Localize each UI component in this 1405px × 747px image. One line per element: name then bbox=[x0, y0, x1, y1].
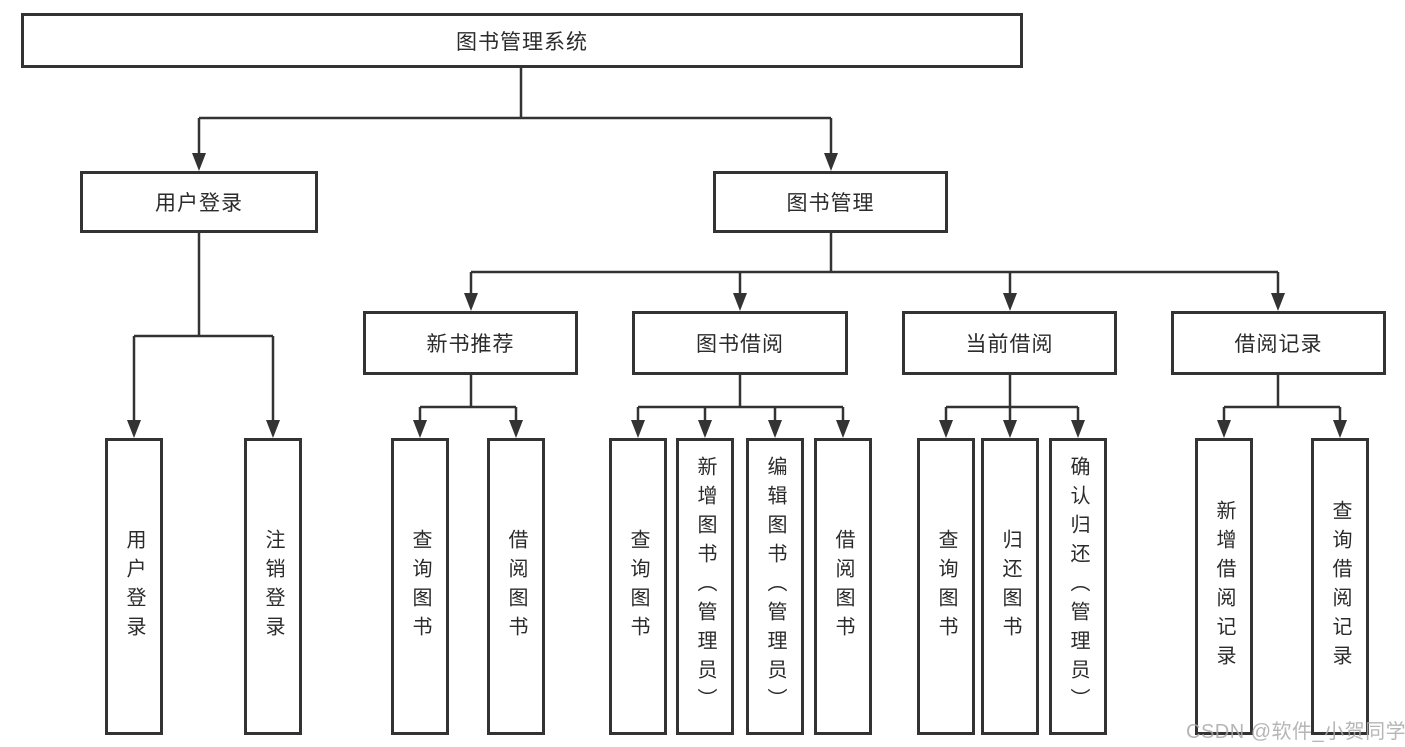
node-book-management: 图书管理 bbox=[713, 171, 948, 233]
node-system-root: 图书管理系统 bbox=[21, 13, 1023, 68]
node-book-borrowing: 图书借阅 bbox=[632, 311, 848, 375]
node-new-book-recommend-label: 新书推荐 bbox=[426, 333, 515, 356]
node-book-management-label: 图书管理 bbox=[786, 192, 875, 215]
leaf-user-login-label: 用户登录 bbox=[123, 528, 145, 645]
node-borrowing-records: 借阅记录 bbox=[1171, 311, 1386, 375]
leaf-recommend-borrow-book: 借阅图书 bbox=[487, 438, 545, 735]
node-user-login-label: 用户登录 bbox=[155, 192, 243, 215]
node-current-borrowing: 当前借阅 bbox=[902, 311, 1117, 375]
csdn-watermark: CSDN @软件_小贺同学 bbox=[1186, 721, 1405, 743]
leaf-records-query-record: 查询借阅记录 bbox=[1311, 438, 1369, 735]
leaf-borrowing-edit-book-admin-label: 编辑图书（管理员） bbox=[764, 456, 786, 717]
leaf-user-login: 用户登录 bbox=[105, 438, 163, 735]
leaf-borrowing-borrow-book-label: 借阅图书 bbox=[832, 528, 854, 645]
leaf-logout-label: 注销登录 bbox=[262, 528, 284, 645]
leaf-recommend-query-book-label: 查询图书 bbox=[409, 528, 431, 645]
leaf-records-add-record-label: 新增借阅记录 bbox=[1213, 499, 1235, 674]
leaf-recommend-borrow-book-label: 借阅图书 bbox=[505, 528, 527, 645]
arrowheads bbox=[127, 153, 1347, 438]
node-user-login: 用户登录 bbox=[80, 171, 318, 233]
leaf-current-query-book: 查询图书 bbox=[917, 438, 975, 735]
node-current-borrowing-label: 当前借阅 bbox=[965, 333, 1054, 356]
leaf-borrowing-add-book-admin-label: 新增图书（管理员） bbox=[694, 456, 716, 717]
leaf-recommend-query-book: 查询图书 bbox=[391, 438, 449, 735]
node-new-book-recommend: 新书推荐 bbox=[363, 311, 578, 375]
leaf-borrowing-query-book-label: 查询图书 bbox=[627, 528, 649, 645]
leaf-current-confirm-return-admin-label: 确认归还（管理员） bbox=[1067, 456, 1089, 717]
leaf-logout: 注销登录 bbox=[244, 438, 302, 735]
leaf-records-add-record: 新增借阅记录 bbox=[1195, 438, 1253, 735]
node-system-root-label: 图书管理系统 bbox=[456, 30, 588, 54]
leaf-borrowing-add-book-admin: 新增图书（管理员） bbox=[676, 438, 734, 735]
leaf-current-query-book-label: 查询图书 bbox=[935, 528, 957, 645]
leaf-current-confirm-return-admin: 确认归还（管理员） bbox=[1049, 438, 1107, 735]
leaf-borrowing-borrow-book: 借阅图书 bbox=[814, 438, 872, 735]
node-book-borrowing-label: 图书借阅 bbox=[696, 333, 784, 356]
leaf-borrowing-edit-book-admin: 编辑图书（管理员） bbox=[746, 438, 804, 735]
node-borrowing-records-label: 借阅记录 bbox=[1234, 333, 1323, 356]
leaf-current-return-book: 归还图书 bbox=[981, 438, 1039, 735]
leaf-current-return-book-label: 归还图书 bbox=[999, 528, 1021, 645]
leaf-records-query-record-label: 查询借阅记录 bbox=[1329, 499, 1351, 674]
leaf-borrowing-query-book: 查询图书 bbox=[609, 438, 667, 735]
